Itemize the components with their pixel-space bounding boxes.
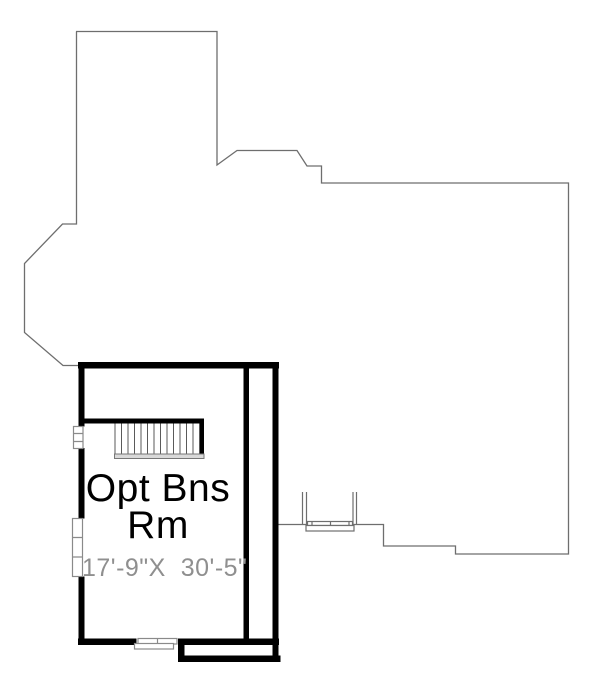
lower-strip-bottom-wall bbox=[178, 655, 281, 662]
window-left-upper bbox=[72, 425, 84, 450]
fireplace-side-walls bbox=[301, 492, 358, 525]
stair-treads bbox=[114, 423, 200, 454]
window-left-upper-mullions bbox=[73, 432, 83, 443]
window-bottom-sill bbox=[133, 642, 175, 650]
lower-strip-right-wall bbox=[272, 645, 279, 662]
fireplace-hearth bbox=[305, 524, 355, 532]
house-outline-left-path bbox=[23, 31, 79, 367]
wall-interior-vertical bbox=[243, 368, 249, 639]
wall-left-lower bbox=[78, 576, 85, 645]
house-outline bbox=[23, 30, 570, 555]
house-outline-right-path bbox=[76, 30, 570, 555]
fireplace-icon bbox=[301, 492, 358, 532]
wall-left-middle bbox=[78, 448, 85, 519]
window-left-lower-mullions bbox=[72, 536, 83, 558]
window-left-lower bbox=[71, 517, 84, 578]
room-dimension-label: 17'-9"X 30'-5" bbox=[82, 554, 248, 582]
room-label: Opt Bns Rm bbox=[56, 467, 260, 547]
room-walls bbox=[78, 362, 281, 662]
fireplace-firebox-ticks bbox=[311, 521, 350, 526]
wall-right bbox=[272, 362, 279, 645]
room-label-line2: Rm bbox=[127, 504, 189, 547]
stair-right-wall bbox=[199, 418, 204, 459]
wall-bottom-right-segment bbox=[178, 638, 279, 645]
staircase bbox=[114, 423, 205, 459]
wall-bottom-left-segment bbox=[78, 638, 137, 645]
stair-bottom-band bbox=[114, 453, 205, 459]
lower-strip-left-wall bbox=[178, 645, 185, 662]
room-label-line1: Opt Bns bbox=[85, 467, 231, 510]
windows bbox=[71, 425, 178, 650]
wall-top bbox=[78, 362, 279, 369]
stair-top-wall bbox=[84, 418, 204, 424]
wall-left-upper bbox=[78, 362, 85, 427]
